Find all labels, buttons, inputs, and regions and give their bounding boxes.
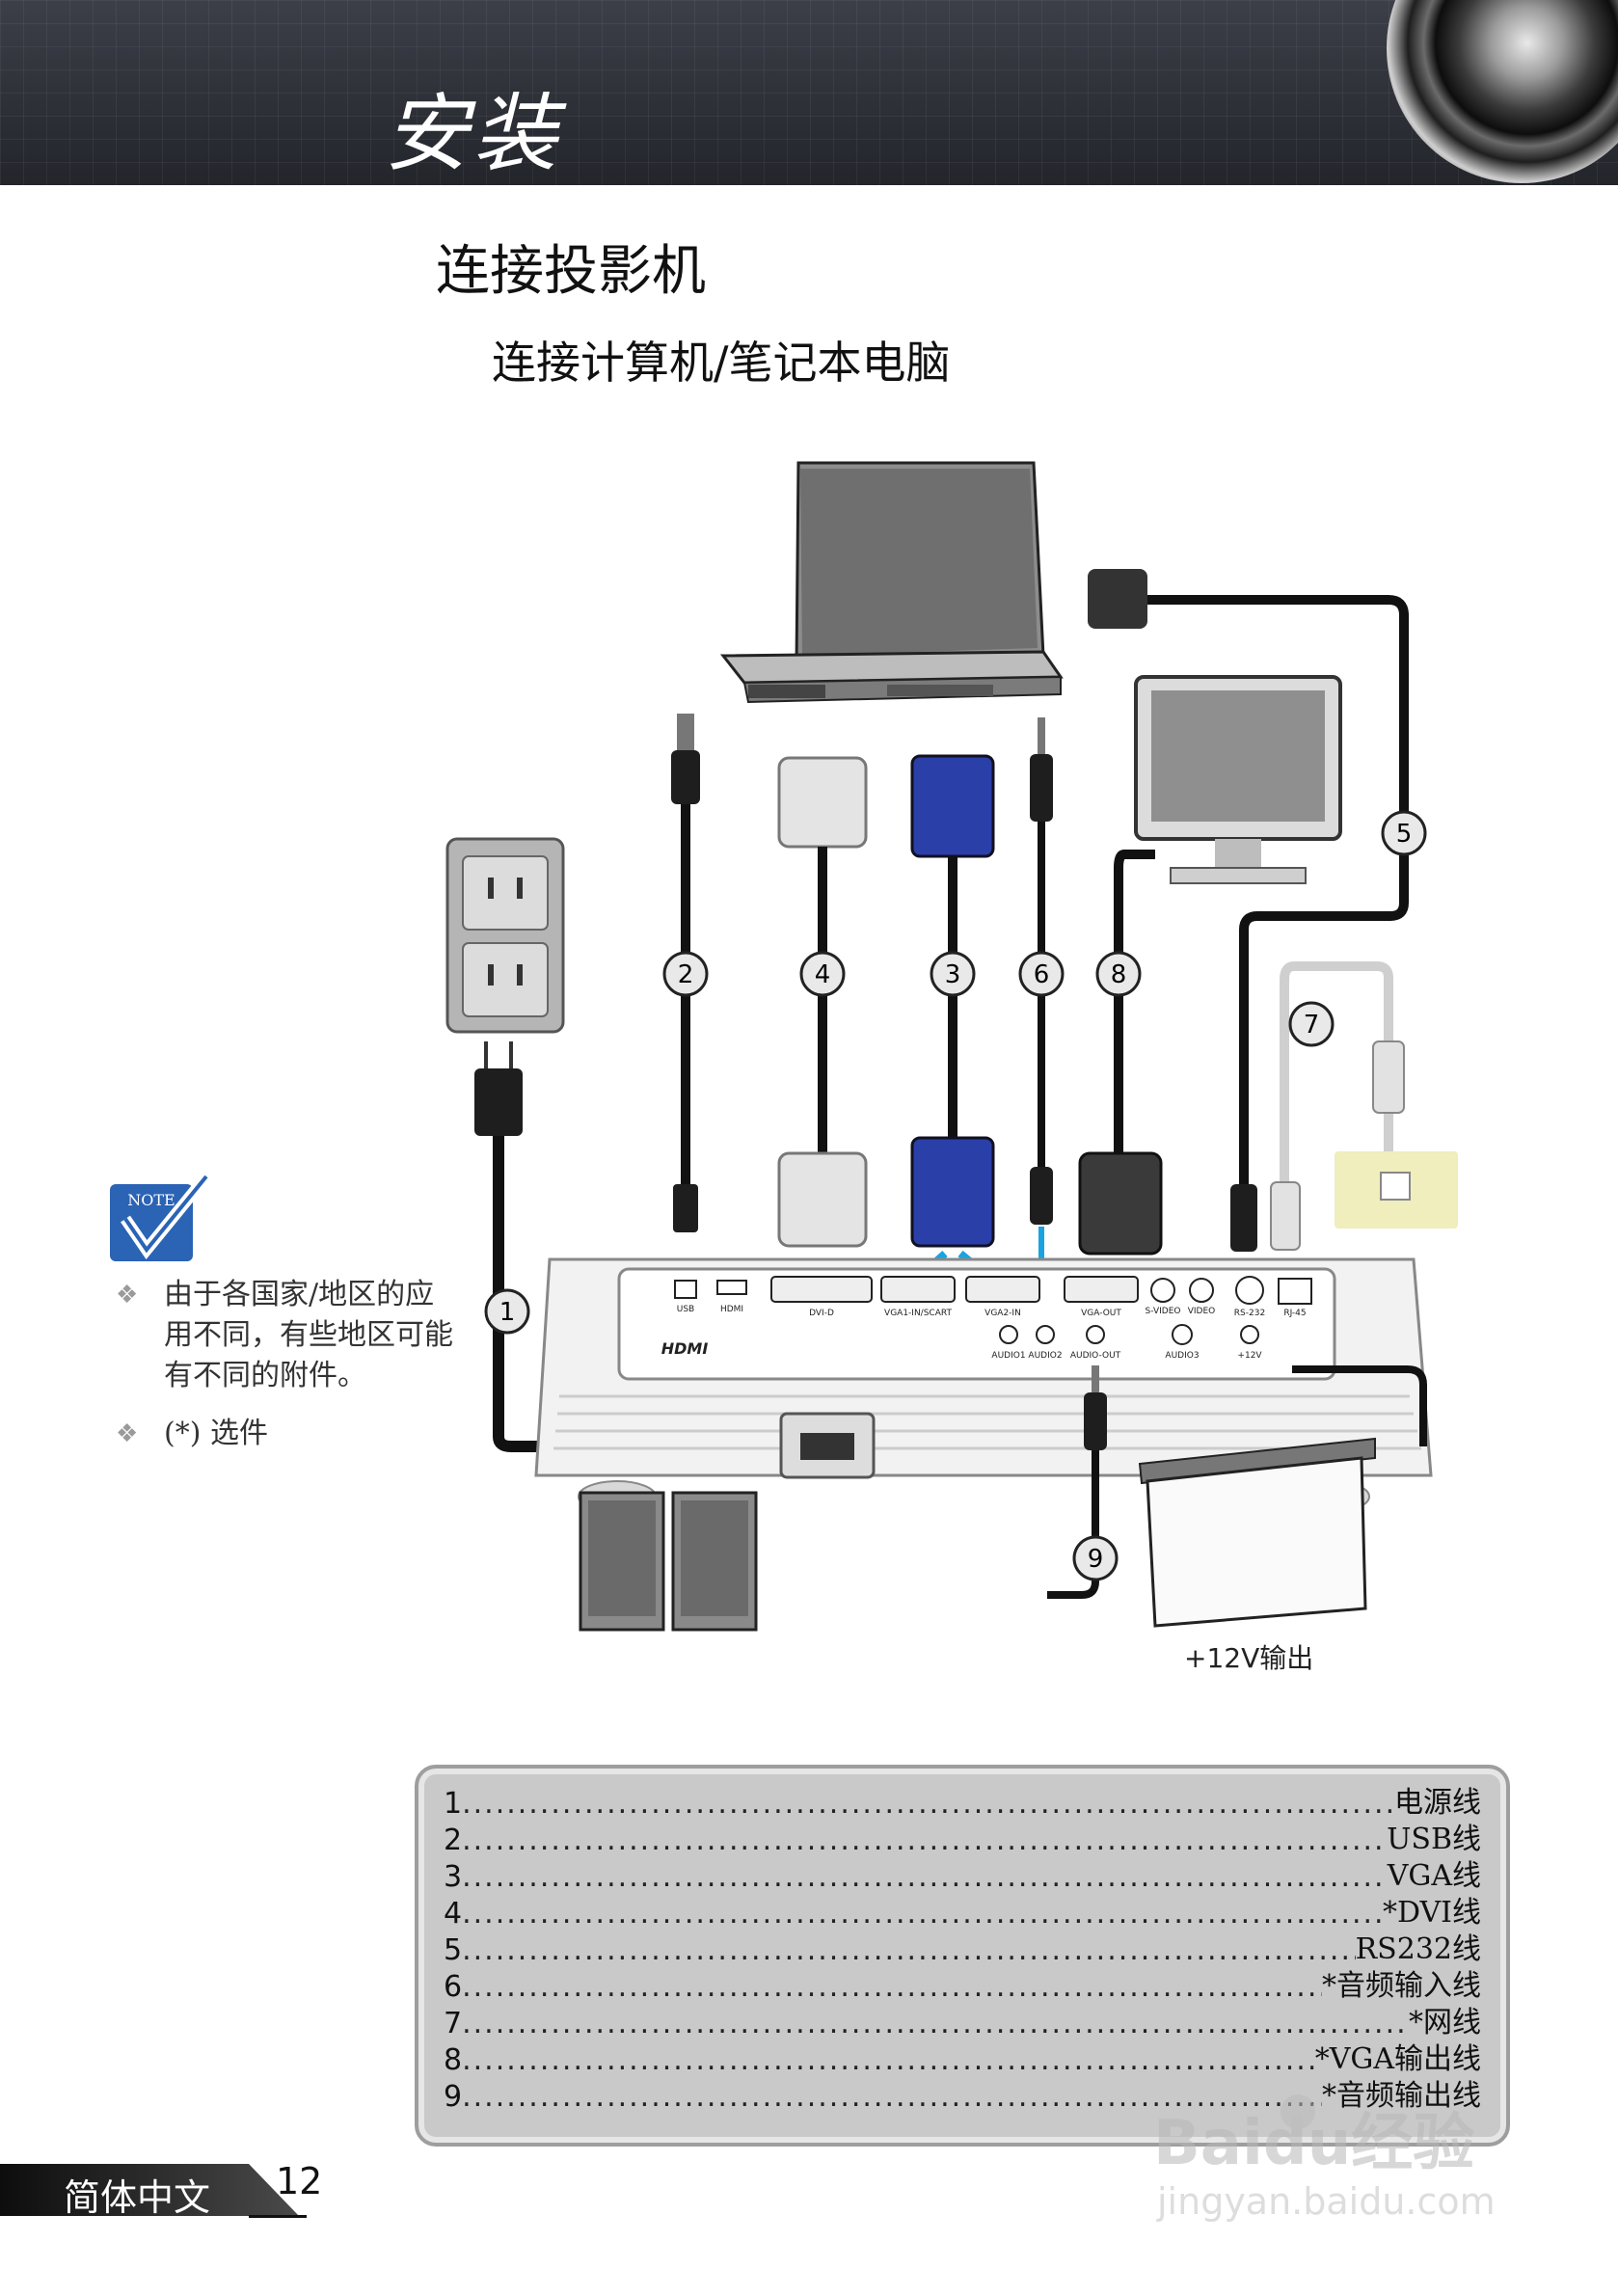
- port-label-rs232: RS-232: [1234, 1309, 1265, 1318]
- callout-8: 8: [1111, 960, 1127, 989]
- wall-outlet-illustration: [445, 837, 565, 1034]
- port-label-audio1: AUDIO1: [991, 1351, 1025, 1361]
- network-cable: [1270, 961, 1458, 1251]
- port-label-vga1: VGA1-IN/SCART: [884, 1309, 952, 1318]
- callout-2: 2: [678, 960, 694, 989]
- footer-language-tab: [0, 2164, 299, 2216]
- chapter-title: 安装: [384, 84, 562, 183]
- legend-row: 8.......................................…: [444, 2042, 1481, 2077]
- legend-row: 2.......................................…: [444, 1823, 1481, 1857]
- footer-language: 简体中文: [64, 2176, 211, 2219]
- callout-1: 1: [499, 1298, 516, 1327]
- note-item: ❖ (*) 选件: [116, 1414, 463, 1454]
- callout-6: 6: [1034, 960, 1050, 989]
- diamond-bullet-icon: ❖: [116, 1281, 139, 1310]
- port-label-12v: +12V: [1237, 1351, 1262, 1361]
- port-label-usb: USB: [677, 1305, 694, 1314]
- monitor-illustration: [1134, 675, 1342, 884]
- connection-diagram: USB HDMI DVI-D VGA1-IN/SCART VGA2-IN VGA…: [445, 461, 1458, 1632]
- vga-out-cable: [1078, 850, 1163, 1256]
- port-label-audioout: AUDIO-OUT: [1070, 1351, 1121, 1361]
- callout-3: 3: [945, 960, 961, 989]
- watermark-url: jingyan.baidu.com: [1156, 2180, 1496, 2223]
- port-label-rj45: RJ-45: [1283, 1309, 1306, 1318]
- projector-port-panel: USB HDMI DVI-D VGA1-IN/SCART VGA2-IN VGA…: [661, 1276, 1312, 1361]
- port-label-audio3: AUDIO3: [1165, 1351, 1199, 1361]
- legend-row: 5.......................................…: [444, 1932, 1481, 1967]
- diamond-bullet-icon: ❖: [116, 1419, 139, 1448]
- hdmi-logo-text: HDMI: [661, 1339, 709, 1358]
- callout-9: 9: [1088, 1545, 1104, 1574]
- port-label-audio2: AUDIO2: [1028, 1351, 1062, 1361]
- legend-row: 3.......................................…: [444, 1859, 1481, 1894]
- note-list: ❖ 由于各国家/地区的应用不同，有些地区可能有不同的附件。 ❖ (*) 选件: [116, 1275, 463, 1472]
- port-label-dvid: DVI-D: [809, 1309, 834, 1318]
- port-label-hdmi: HDMI: [720, 1305, 743, 1314]
- audio-in-cable: [1030, 717, 1058, 1293]
- watermark-brand: Baidu经验: [1153, 2108, 1474, 2179]
- header-grid-pattern: [0, 0, 1618, 185]
- speakers-illustration: [579, 1491, 758, 1632]
- port-label-svideo: S-VIDEO: [1146, 1307, 1181, 1316]
- legend-row: 6.......................................…: [444, 1969, 1481, 2004]
- port-label-video: VIDEO: [1188, 1307, 1216, 1316]
- section-title: 连接投影机: [436, 240, 706, 303]
- power-output-label: +12V输出: [1184, 1642, 1314, 1674]
- baidu-watermark: Baidu经验 jingyan.baidu.com: [1153, 2094, 1496, 2223]
- port-label-vgaout: VGA-OUT: [1081, 1309, 1121, 1318]
- dvi-cable: [777, 756, 868, 1248]
- callout-7: 7: [1304, 1011, 1320, 1040]
- callout-4: 4: [815, 960, 831, 989]
- note-item: ❖ 由于各国家/地区的应用不同，有些地区可能有不同的附件。: [116, 1275, 463, 1396]
- audio-out-cable: [1047, 1365, 1107, 1599]
- port-label-vga2: VGA2-IN: [984, 1309, 1021, 1318]
- sub-title: 连接计算机/笔记本电脑: [492, 337, 951, 389]
- note-icon: NOTE: [110, 1173, 211, 1261]
- footer-divider: [249, 2215, 307, 2218]
- legend-row: 9.......................................…: [444, 2079, 1481, 2114]
- projection-screen-illustration: [1138, 1365, 1427, 1628]
- vga-cable: [903, 754, 1006, 1292]
- laptop-illustration: [719, 461, 1064, 704]
- rs232-cable: [1088, 569, 1409, 1252]
- page-number: 12: [276, 2160, 323, 2202]
- legend-row: 7.......................................…: [444, 2006, 1481, 2040]
- paw-icon: [1281, 2094, 1315, 2129]
- legend-row: 4.......................................…: [444, 1896, 1481, 1931]
- note-badge: NOTE: [127, 1191, 175, 1209]
- page-header: 安装: [0, 0, 1618, 185]
- cable-legend: 1.......................................…: [415, 1765, 1510, 2147]
- legend-row: 1.......................................…: [444, 1786, 1481, 1821]
- callout-5: 5: [1396, 820, 1413, 849]
- callout-markers: 1 2 3 4 5 6 7 8 9: [484, 810, 1427, 1581]
